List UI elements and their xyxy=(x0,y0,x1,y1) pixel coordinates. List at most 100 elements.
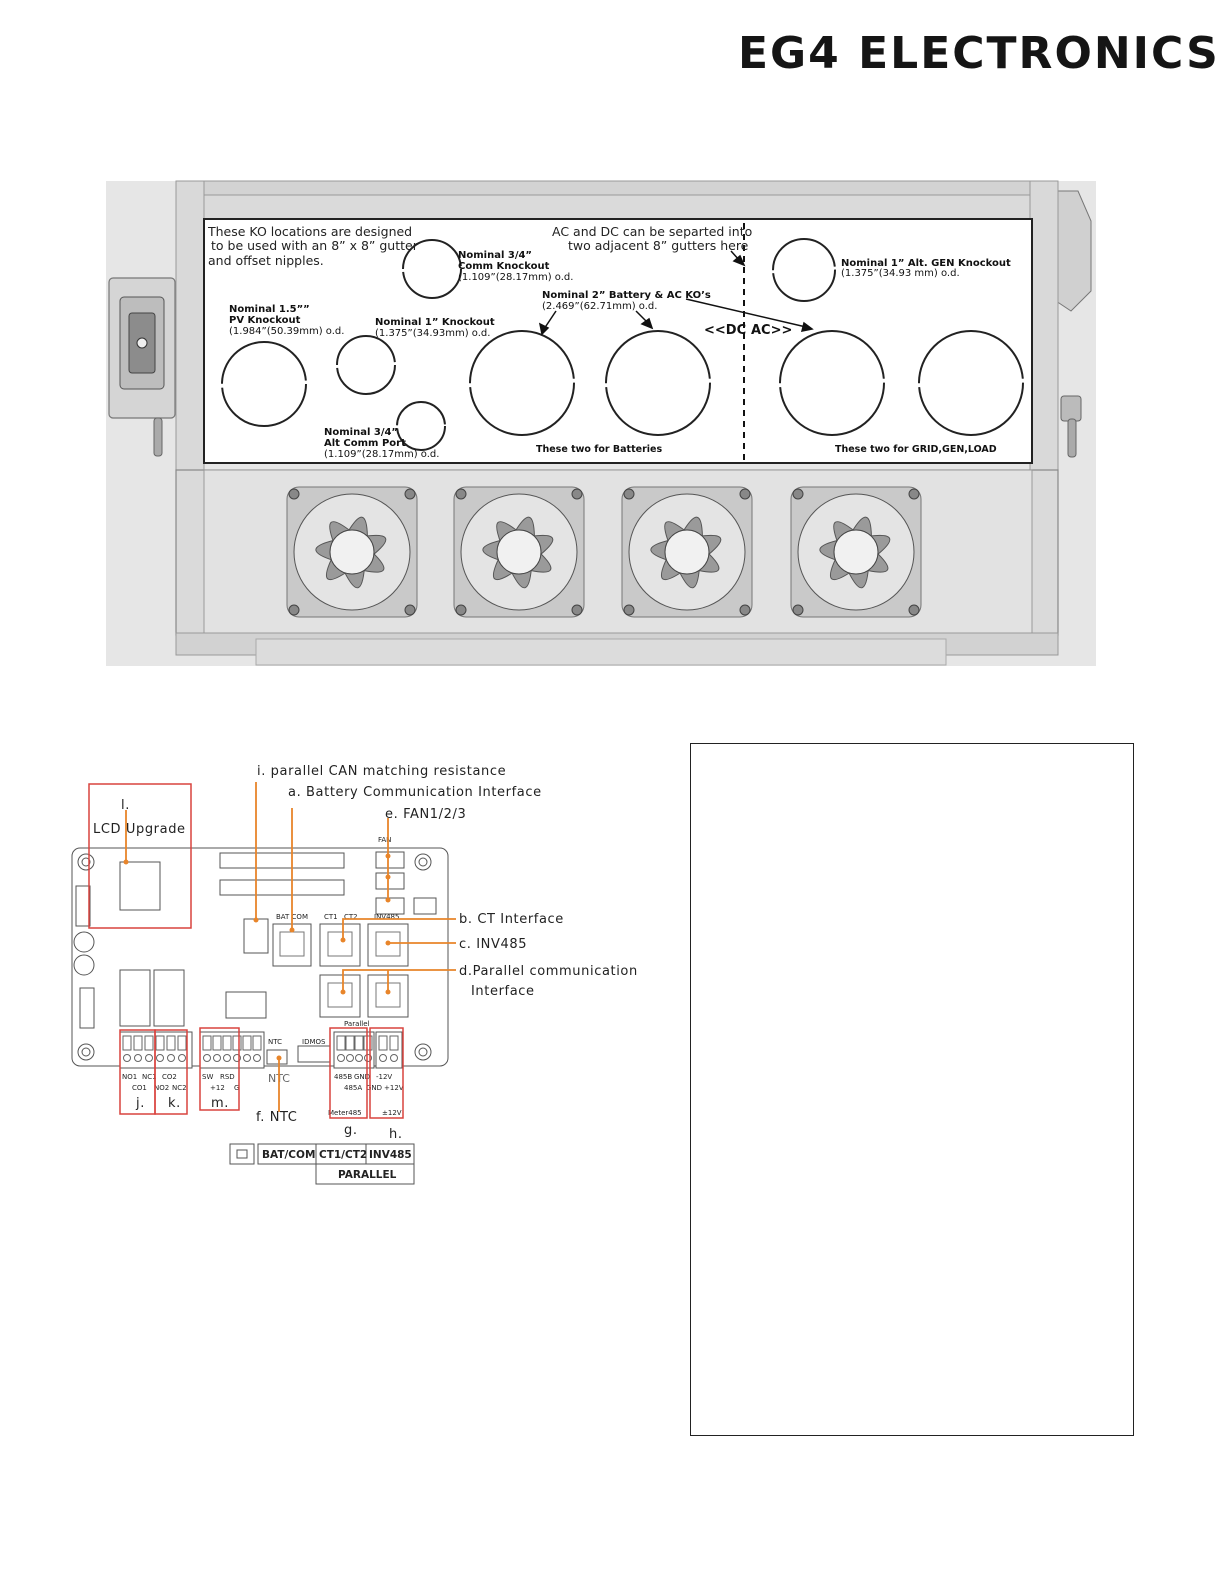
terminal-slot xyxy=(336,1035,346,1051)
ko-pv-1: Nominal 1.5”” xyxy=(229,304,310,315)
note-separate-2: two adjacent 8” gutters here xyxy=(568,238,749,253)
silk-ct1: CT1 xyxy=(324,913,338,921)
terminal-pin xyxy=(145,1054,153,1062)
note-gutter-1: These KO locations are designed xyxy=(207,224,412,239)
fan-4 xyxy=(790,486,922,618)
silk-ct2: CT2 xyxy=(344,913,358,921)
ko-comm-2: Comm Knockout xyxy=(458,261,550,272)
callout-d-line1: d.Parallel communication xyxy=(459,964,638,979)
ko-alt-gen-2: (1.375”(34.93 mm) o.d. xyxy=(841,268,960,279)
ko-one-inch-2: (1.375”(34.93mm) o.d. xyxy=(375,328,490,339)
terminal-slot xyxy=(212,1035,222,1051)
legend-inv485: INV485 xyxy=(369,1149,412,1161)
terminal-slot xyxy=(363,1035,373,1051)
silk-pm12v: ±12V xyxy=(382,1109,402,1117)
terminal-pin xyxy=(337,1054,345,1062)
silk-485a: 485A xyxy=(344,1084,362,1092)
silk-sw: SW xyxy=(202,1073,213,1081)
control-board-diagram: FAN BAT COM CT1 CT2 INV485 Parallel NTC … xyxy=(71,764,638,1185)
silk-rsd: RSD xyxy=(220,1073,235,1081)
terminal-slot xyxy=(345,1035,355,1051)
ko-pv-3: (1.984”(50.39mm) o.d. xyxy=(229,326,344,337)
ko-alt-comm-3: (1.109”(28.17mm) o.d. xyxy=(324,449,439,460)
callout-leaders xyxy=(125,782,456,1112)
terminal-slot xyxy=(122,1035,132,1051)
callout-l: l. xyxy=(121,798,130,813)
right-hinge xyxy=(1055,190,1092,458)
terminal-pin xyxy=(213,1054,221,1062)
silk-co2: CO2 xyxy=(162,1073,177,1081)
terminal-slot xyxy=(354,1035,364,1051)
callout-k: k. xyxy=(168,1096,181,1111)
silk-g: G xyxy=(234,1084,239,1092)
grid-gen-load-label: These two for GRID,GEN,LOAD xyxy=(835,444,997,455)
terminal-slot xyxy=(133,1035,143,1051)
terminal-pin xyxy=(167,1054,175,1062)
highlight-boxes xyxy=(88,783,404,1119)
silk-p12: +12 xyxy=(210,1084,225,1092)
terminal-pin xyxy=(390,1054,398,1062)
callout-lcd-upgrade: LCD Upgrade xyxy=(93,822,186,837)
silk-gnd-2: GND xyxy=(366,1084,382,1092)
silk-minus-12v: -12V xyxy=(376,1073,392,1081)
terminal-pin xyxy=(203,1054,211,1062)
silk-co1: CO1 xyxy=(132,1084,147,1092)
terminal-slot xyxy=(222,1035,232,1051)
terminal-pin xyxy=(243,1054,251,1062)
ko-pv-2: PV Knockout xyxy=(229,315,301,326)
brand-name: EG4 ELECTRONICS xyxy=(738,28,1220,79)
legend-bat-com: BAT/COM xyxy=(262,1149,315,1161)
silk-inv485: INV485 xyxy=(374,913,399,921)
ko-alt-comm-1: Nominal 3/4” xyxy=(324,427,398,438)
ko-comm-1: Nominal 3/4” xyxy=(458,250,532,261)
callout-j: j. xyxy=(135,1096,145,1111)
note-separate-1: AC and DC can be separted into xyxy=(552,224,752,239)
silk-no2: NO2 xyxy=(154,1084,169,1092)
terminal-pin xyxy=(156,1054,164,1062)
callout-e: e. FAN1/2/3 xyxy=(385,807,466,822)
terminal-pin xyxy=(346,1054,354,1062)
terminal-slot xyxy=(202,1035,212,1051)
fan-1 xyxy=(286,486,418,618)
knockout-diagram: These KO locations are designed to be us… xyxy=(106,180,1096,666)
silk-plus-12v: +12V xyxy=(384,1084,404,1092)
terminal-slot xyxy=(389,1035,399,1051)
terminal-slot xyxy=(166,1035,176,1051)
terminal-pin xyxy=(253,1054,261,1062)
ac-label: AC>> xyxy=(751,323,792,338)
callout-b: b. CT Interface xyxy=(459,912,564,927)
callout-d-line2: Interface xyxy=(471,984,535,999)
callout-h: h. xyxy=(389,1127,403,1142)
terminal-slot xyxy=(155,1035,165,1051)
callout-f: f. NTC xyxy=(256,1110,297,1125)
terminal-slot xyxy=(232,1035,242,1051)
port-legend: BAT/COM CT1/CT2 INV485 PARALLEL xyxy=(229,1143,415,1185)
terminal-slot xyxy=(242,1035,252,1051)
cooling-fans xyxy=(286,486,922,618)
note-gutter-3: and offset nipples. xyxy=(208,253,324,268)
terminal-pin xyxy=(379,1054,387,1062)
silk-fan: FAN xyxy=(378,836,391,844)
knockout-circles xyxy=(221,238,1024,451)
batteries-label: These two for Batteries xyxy=(536,444,662,455)
ko-alt-gen-1: Nominal 1” Alt. GEN Knockout xyxy=(841,258,1011,269)
callout-c: c. INV485 xyxy=(459,937,527,952)
silk-no1: NO1 xyxy=(122,1073,137,1081)
silk-485b: 485B xyxy=(334,1073,352,1081)
ko-battery-ac-1: Nominal 2” Battery & AC KO’s xyxy=(542,290,711,301)
terminal-pin xyxy=(355,1054,363,1062)
callout-m: m. xyxy=(211,1096,229,1111)
terminal-pin xyxy=(134,1054,142,1062)
silk-gnd-1: GND xyxy=(354,1073,370,1081)
left-comm-box xyxy=(108,277,176,457)
ko-comm-3: (1.109”(28.17mm) o.d. xyxy=(458,272,573,283)
silk-parallel: Parallel xyxy=(344,1020,370,1028)
ko-battery-ac-2: (2.469”(62.71mm) o.d. xyxy=(542,301,657,312)
silk-nc2: NC2 xyxy=(172,1084,187,1092)
fan-3 xyxy=(621,486,753,618)
terminal-pin xyxy=(123,1054,131,1062)
terminal-pin xyxy=(233,1054,241,1062)
callout-g: g. xyxy=(344,1123,358,1138)
dc-label: <<DC xyxy=(704,323,746,338)
ko-alt-comm-2: Alt Comm Port xyxy=(324,438,406,449)
